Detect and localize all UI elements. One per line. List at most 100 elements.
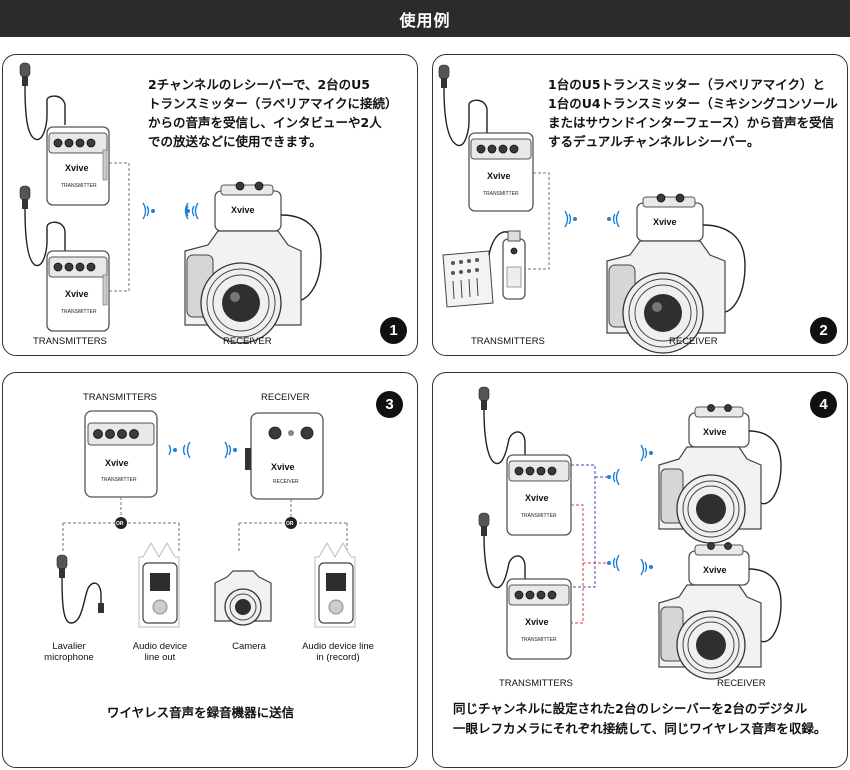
wireless-signal-icon bbox=[564, 210, 577, 228]
lavalier-mic-icon bbox=[478, 512, 526, 589]
lavalier-mic-icon bbox=[478, 386, 526, 465]
receiver-icon: Xvive bbox=[214, 181, 282, 232]
audio-recorder-icon bbox=[138, 541, 180, 628]
transmitter-icon bbox=[502, 230, 526, 300]
panel-1-illustration: Xvive TRANSMITTER Xvive TRANSMITTER bbox=[19, 62, 322, 344]
or-indicator: OR bbox=[285, 517, 297, 529]
panel-4-footer: 同じチャンネルに設定された2台のレシーバーを2台のデジタル 一眼レフカメラにそれ… bbox=[453, 699, 826, 739]
lavalier-mic-icon bbox=[19, 185, 66, 267]
or-indicator: OR bbox=[115, 517, 127, 529]
panel-2-illustration: Xvive TRANSMITTER bbox=[438, 64, 746, 354]
transmitter-icon: Xvive TRANSMITTER bbox=[46, 126, 110, 206]
device-logo: Xvive bbox=[65, 163, 89, 173]
device-logo: Xvive bbox=[703, 427, 727, 437]
mixer-icon bbox=[442, 250, 494, 308]
usage-panel-4: 4 Xvive TRANSMITTER Xvive TRANSMITTER bbox=[432, 372, 848, 768]
lavalier-mic-icon bbox=[438, 64, 488, 147]
wireless-signal-icon bbox=[168, 441, 191, 459]
usage-panel-3: TRANSMITTERS RECEIVER 3 Xvive TRANSMITTE… bbox=[2, 372, 418, 768]
or-label: OR bbox=[286, 521, 294, 527]
item-label: microphone bbox=[44, 652, 94, 663]
panel-4-illustration: Xvive TRANSMITTER Xvive TRANSMITTER bbox=[478, 386, 782, 680]
device-label: TRANSMITTER bbox=[521, 637, 557, 643]
description-line: 2チャンネルのレシーバーで、2台のU5 bbox=[148, 77, 370, 92]
panel-1-description: 2チャンネルのレシーバーで、2台のU5 トランスミッター（ラベリアマイクに接続）… bbox=[148, 75, 398, 151]
wireless-signal-icon bbox=[224, 441, 237, 459]
description-line: またはサウンドインターフェース）から音声を受信 bbox=[548, 115, 835, 130]
device-logo: Xvive bbox=[65, 289, 89, 299]
description-line: するデュアルチャンネルレシーバー。 bbox=[548, 134, 760, 149]
device-logo: Xvive bbox=[271, 462, 295, 472]
footer-line: 同じチャンネルに設定された2台のレシーバーを2台のデジタル bbox=[453, 701, 808, 716]
item-line-in-label: Audio device line in (record) bbox=[293, 641, 383, 663]
device-logo: Xvive bbox=[105, 458, 129, 468]
device-logo: Xvive bbox=[525, 617, 549, 627]
description-line: 1台のU4トランスミッター（ミキシングコンソール bbox=[548, 96, 838, 111]
receiver-label: RECEIVER bbox=[669, 336, 718, 347]
transmitter-icon: Xvive TRANSMITTER bbox=[84, 410, 158, 498]
camera-icon bbox=[184, 230, 302, 344]
receiver-label: RECEIVER bbox=[717, 678, 766, 689]
transmitter-icon: Xvive TRANSMITTER bbox=[46, 250, 110, 332]
wireless-signal-icon bbox=[607, 554, 620, 572]
panel-3-illustration: Xvive TRANSMITTER Xvive RECEIVER OR bbox=[56, 410, 356, 628]
item-label: in (record) bbox=[316, 652, 360, 663]
wireless-signal-icon bbox=[607, 210, 620, 228]
transmitters-label: TRANSMITTERS bbox=[499, 678, 573, 689]
description-line: トランスミッター（ラベリアマイクに接続） bbox=[148, 96, 398, 111]
page-header: 使用例 bbox=[0, 0, 850, 37]
receiver-icon: Xvive bbox=[688, 542, 750, 586]
item-label: Audio device line bbox=[302, 641, 374, 652]
step-badge: 4 bbox=[810, 391, 837, 418]
wireless-signal-icon bbox=[186, 202, 199, 220]
device-logo: Xvive bbox=[653, 217, 677, 227]
camera-icon bbox=[658, 446, 762, 544]
wireless-signal-icon bbox=[607, 468, 620, 486]
device-label: TRANSMITTER bbox=[61, 309, 97, 315]
receiver-icon: Xvive bbox=[688, 404, 750, 448]
step-badge: 3 bbox=[376, 391, 403, 418]
usage-panel-1: 2チャンネルのレシーバーで、2台のU5 トランスミッター（ラベリアマイクに接続）… bbox=[2, 54, 418, 356]
description-line: での放送などに使用できます。 bbox=[148, 134, 322, 149]
item-line-out-label: Audio device line out bbox=[127, 641, 193, 663]
device-label: TRANSMITTER bbox=[61, 183, 97, 189]
item-camera-label: Camera bbox=[232, 641, 266, 652]
device-label: TRANSMITTER bbox=[521, 513, 557, 519]
camera-icon bbox=[606, 240, 726, 354]
device-label: RECEIVER bbox=[273, 479, 299, 485]
transmitters-label: TRANSMITTERS bbox=[471, 336, 545, 347]
device-label: TRANSMITTER bbox=[101, 477, 137, 483]
description-line: からの音声を受信し、インタビューや2人 bbox=[148, 115, 382, 130]
receiver-label: RECEIVER bbox=[223, 336, 272, 347]
camera-icon bbox=[214, 570, 272, 626]
device-logo: Xvive bbox=[525, 493, 549, 503]
usage-panel-2: 1台のU5トランスミッター（ラベリアマイク）と 1台のU4トランスミッター（ミキ… bbox=[432, 54, 848, 356]
audio-recorder-icon bbox=[314, 541, 356, 628]
device-label: TRANSMITTER bbox=[483, 191, 519, 197]
wireless-signal-icon bbox=[640, 444, 653, 462]
lavalier-mic-icon bbox=[19, 62, 66, 141]
item-label: Audio device bbox=[132, 641, 188, 652]
wireless-signal-icon bbox=[142, 202, 189, 220]
lavalier-mic-icon bbox=[56, 554, 104, 624]
transmitters-label: TRANSMITTERS bbox=[33, 336, 107, 347]
device-logo: Xvive bbox=[703, 565, 727, 575]
panel-3-footer: ワイヤレス音声を録音機器に送信 bbox=[107, 705, 295, 720]
item-lavalier-label: Lavalier microphone bbox=[39, 641, 99, 663]
receiver-icon: Xvive RECEIVER bbox=[245, 412, 324, 500]
receiver-label: RECEIVER bbox=[261, 392, 310, 403]
transmitter-icon: Xvive TRANSMITTER bbox=[468, 132, 534, 212]
item-label: line out bbox=[144, 652, 176, 663]
device-logo: Xvive bbox=[487, 171, 511, 181]
transmitter-icon: Xvive TRANSMITTER bbox=[506, 454, 572, 536]
page-title: 使用例 bbox=[399, 10, 451, 30]
device-logo: Xvive bbox=[231, 205, 255, 215]
item-label: Lavalier bbox=[52, 641, 86, 652]
panel-2-description: 1台のU5トランスミッター（ラベリアマイク）と 1台のU4トランスミッター（ミキ… bbox=[548, 75, 838, 151]
camera-icon bbox=[658, 584, 762, 680]
transmitter-icon: Xvive TRANSMITTER bbox=[506, 578, 572, 660]
description-line: 1台のU5トランスミッター（ラベリアマイク）と bbox=[548, 77, 826, 92]
wireless-signal-icon bbox=[640, 558, 653, 576]
footer-line: 一眼レフカメラにそれぞれ接続して、同じワイヤレス音声を収録。 bbox=[453, 721, 827, 736]
step-badge: 2 bbox=[810, 317, 837, 344]
